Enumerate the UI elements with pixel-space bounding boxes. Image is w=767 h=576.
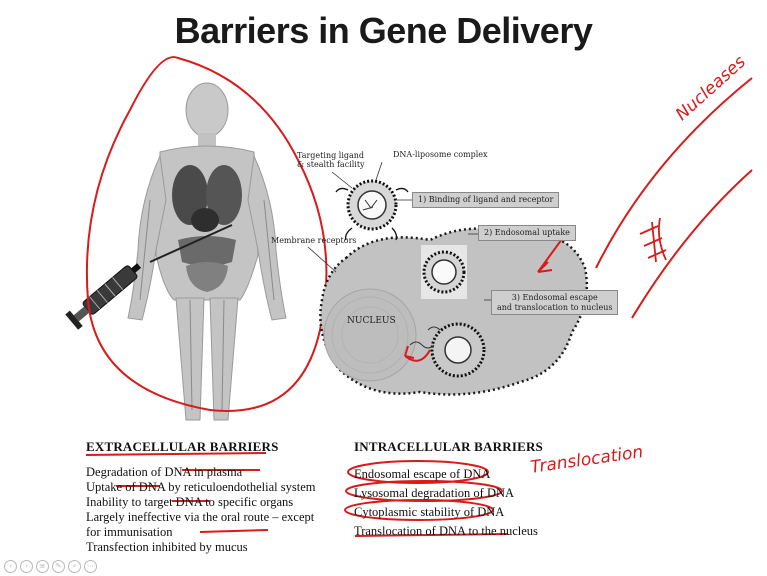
label-targeting-ligand: Targeting ligand & stealth facility (297, 151, 365, 169)
label-nucleus: NUCLEUS (347, 316, 396, 326)
extracellular-item: Largely ineffective via the oral route –… (86, 510, 315, 525)
label-dna-liposome: DNA-liposome complex (393, 150, 488, 159)
leader-targeting-ligand (332, 172, 352, 188)
pen-icon[interactable]: ✎ (52, 560, 65, 573)
extracellular-item: for immunisation (86, 525, 315, 540)
extracellular-heading: EXTRACELLULAR BARRIERS (86, 439, 315, 455)
slide-nav: ‹ › ≡ ✎ ⌕ ⋯ (4, 560, 97, 573)
more-icon[interactable]: ⋯ (84, 560, 97, 573)
back-icon[interactable]: ‹ (4, 560, 17, 573)
leader-membrane-receptors (308, 247, 336, 272)
extracellular-item: Degradation of DNA in plasma (86, 465, 315, 480)
intracellular-item: Translocation of DNA to the nucleus (354, 522, 543, 541)
extracellular-item: Transfection inhibited by mucus (86, 540, 315, 555)
extracellular-item: Uptake of DNA by reticuloendothelial sys… (86, 480, 315, 495)
zoom-icon[interactable]: ⌕ (68, 560, 81, 573)
intracellular-barriers: INTRACELLULAR BARRIERS Endosomal escape … (354, 439, 543, 541)
extracellular-barriers: EXTRACELLULAR BARRIERS Degradation of DN… (86, 439, 315, 555)
extracellular-item: Inability to target DNA to specific orga… (86, 495, 315, 510)
intracellular-item: Endosomal escape of DNA (354, 465, 543, 484)
label-membrane-receptors: Membrane receptors (271, 236, 357, 245)
leader-dna-liposome (376, 162, 382, 180)
human-body-illustration (128, 83, 286, 420)
intracellular-item: Lysosomal degradation of DNA (354, 484, 543, 503)
forward-icon[interactable]: › (20, 560, 33, 573)
liposome-complex-icon (336, 181, 408, 240)
intracellular-heading: INTRACELLULAR BARRIERS (354, 439, 543, 455)
step-binding: 1) Binding of ligand and receptor (412, 192, 559, 208)
step-escape: 3) Endosomal escape and translocation to… (491, 290, 618, 315)
intracellular-item: Cytoplasmic stability of DNA (354, 503, 543, 522)
menu-icon[interactable]: ≡ (36, 560, 49, 573)
annotation-dna-scribble (640, 218, 666, 262)
step-uptake: 2) Endosomal uptake (478, 225, 576, 241)
